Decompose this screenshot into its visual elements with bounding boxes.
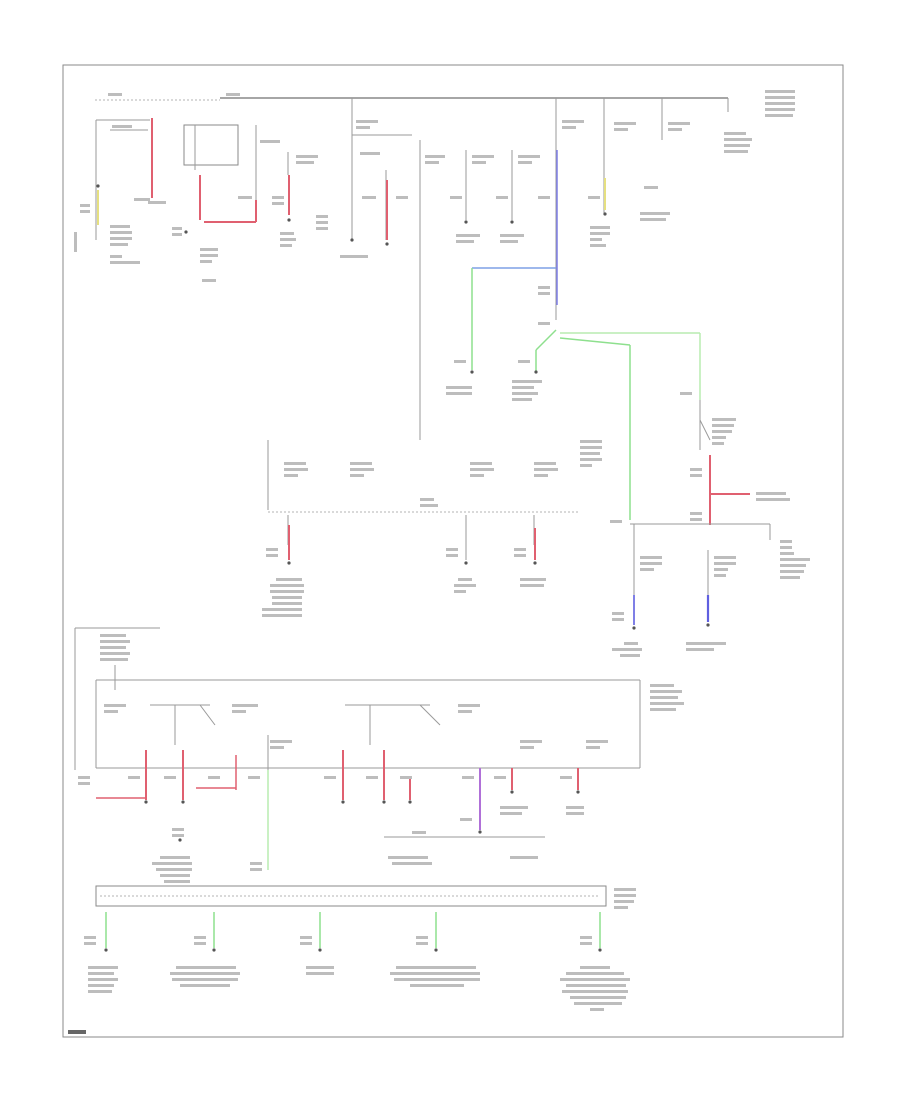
lower-relay-panel	[74, 627, 684, 883]
ignition-switch-section	[74, 118, 166, 264]
bottom-junction-bar	[95, 885, 636, 909]
wire-green	[559, 337, 631, 346]
top-power-bus	[95, 90, 795, 117]
bottom-branch-2	[170, 912, 240, 987]
right-top-branches	[588, 98, 752, 247]
right-middle-fuse-group	[610, 520, 810, 657]
relay-group-1	[172, 124, 257, 282]
bottom-branch-1	[84, 912, 118, 993]
wire-green	[535, 329, 557, 351]
diagram-frame	[62, 64, 844, 1038]
engine-branches	[419, 140, 540, 440]
generator-branch	[316, 98, 412, 258]
diagram-code-mark	[68, 1030, 86, 1034]
main-feed-branch	[446, 98, 701, 520]
bottom-branch-4	[390, 912, 480, 987]
bottom-branch-5	[560, 912, 630, 1011]
middle-fuse-bus	[262, 440, 602, 617]
compressor-relay-section	[680, 392, 790, 525]
bottom-branch-3	[300, 912, 334, 975]
horn-branch	[260, 140, 318, 247]
